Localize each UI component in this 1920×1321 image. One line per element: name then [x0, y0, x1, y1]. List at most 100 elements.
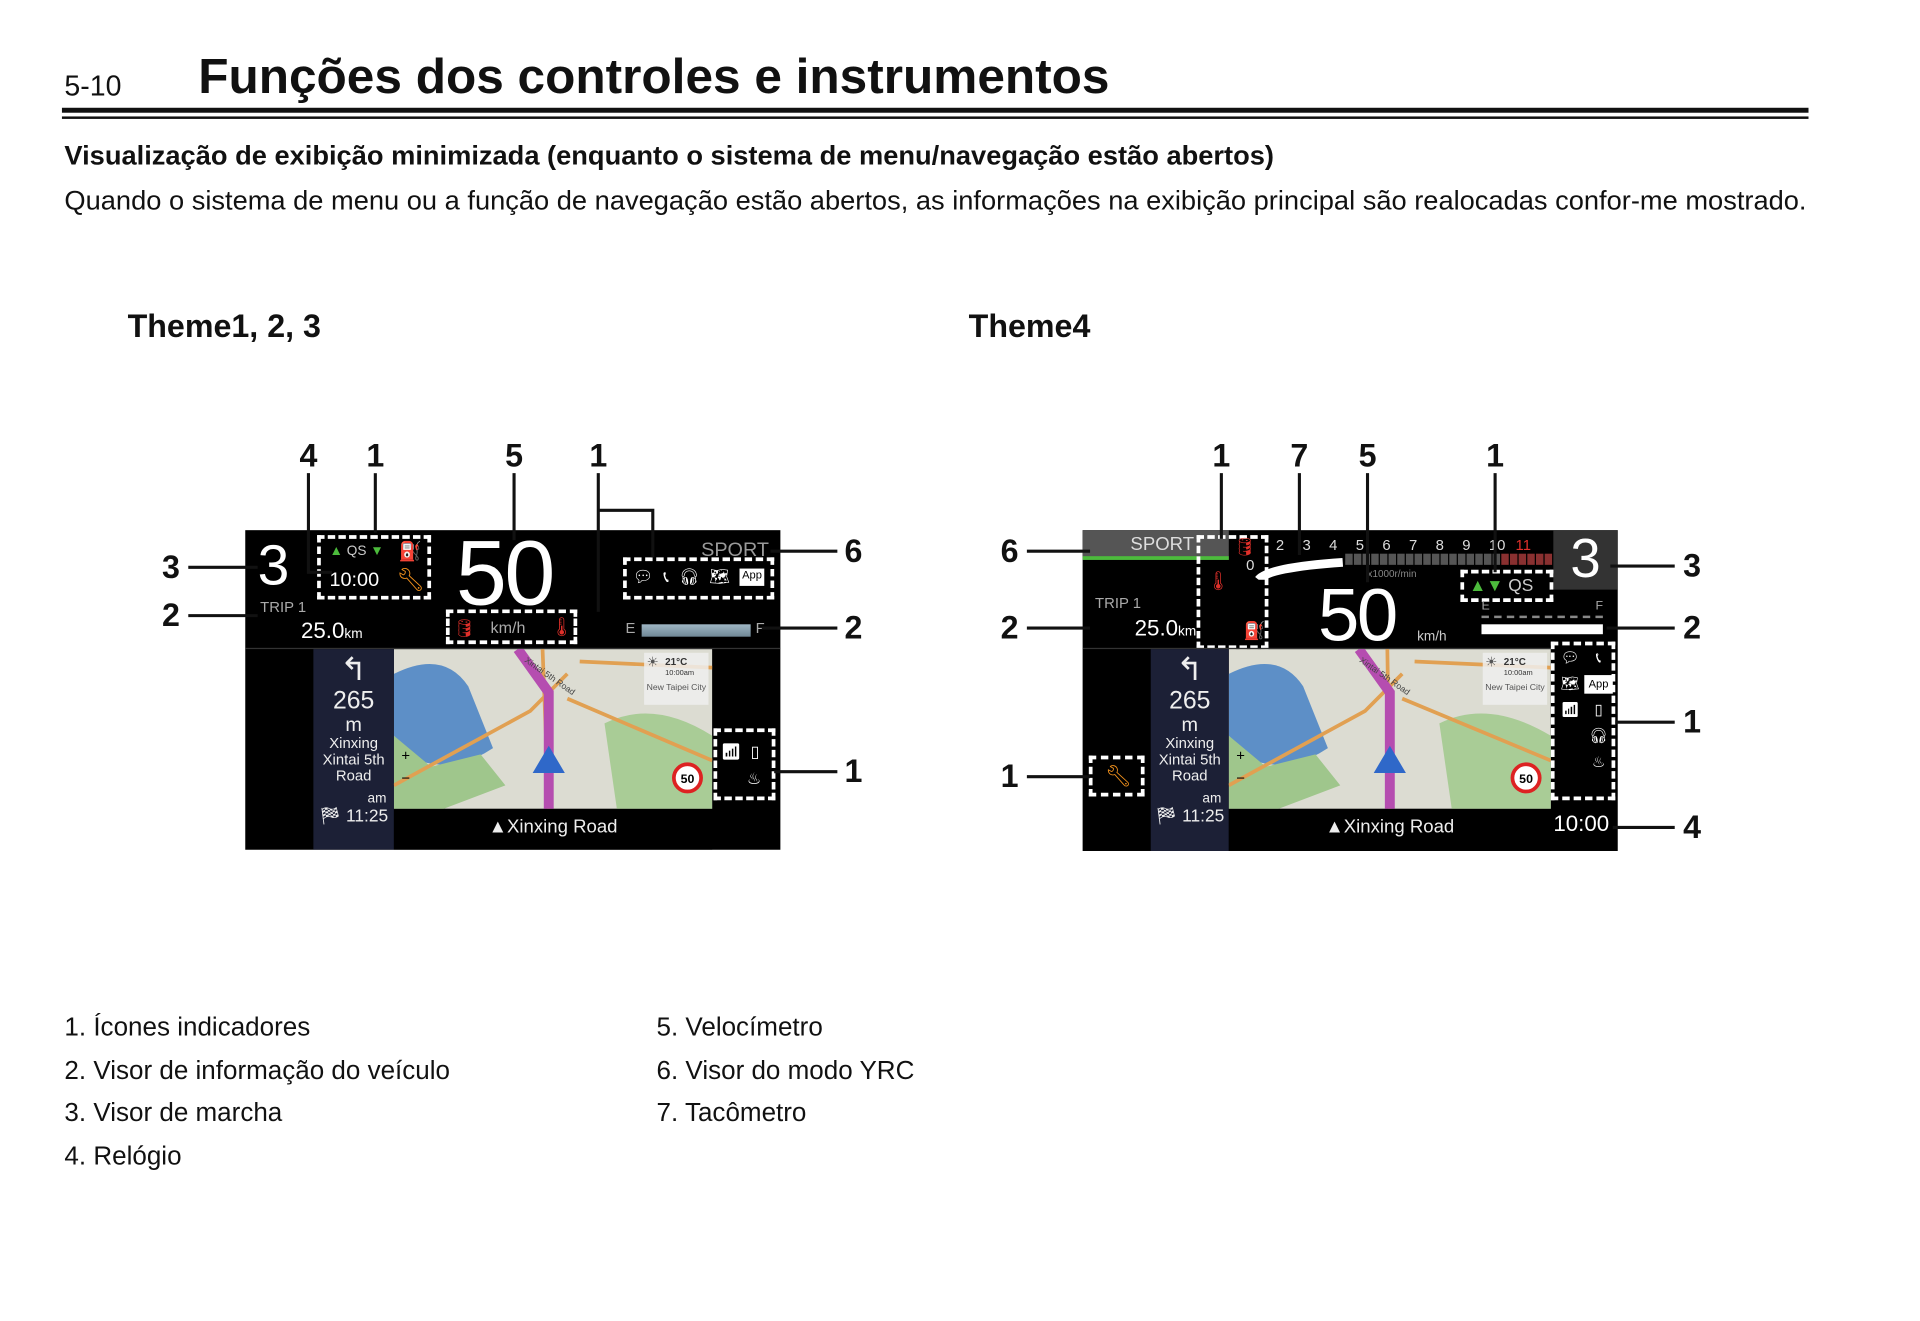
shift-down-icon: ▼ [370, 543, 384, 559]
zoom-out-button[interactable]: − [401, 771, 410, 787]
headset-icon: 🎧︎ [678, 567, 700, 586]
turn-guidance-panel: ↰ 265 m Xinxing Xintai 5th Road am 🏁︎ 11… [1150, 649, 1229, 851]
turn-distance: 265 [1169, 686, 1211, 715]
speed-unit: km/h [1417, 629, 1447, 645]
battery-icon: ▯ [750, 741, 760, 761]
weather-box [644, 652, 709, 705]
legend-item: 1. Ícones indicadores [64, 1013, 311, 1042]
indicator-box [1088, 755, 1145, 797]
shift-up-icon: ▲ [329, 543, 343, 559]
app-icon: App [739, 568, 765, 587]
tach-label: 7 [1409, 538, 1417, 554]
tach-label: 4 [1329, 538, 1337, 554]
speedometer: 50 [455, 530, 555, 625]
eta: 🏁︎ 11:25 [319, 805, 389, 826]
display-theme123: 3 ▲ QS ▼ ⛽ 🔧︎ 10:00 50 🛢︎ km/h 🌡︎ SPORT … [245, 530, 781, 850]
divider [1082, 647, 1551, 650]
map-icon: 🗺︎ [709, 567, 730, 586]
shift-up-icon: ▲▼ [1469, 574, 1504, 595]
navigation-map[interactable]: Xintai 5th Road 21°C 10:00am New Taipei … [1228, 649, 1551, 809]
tach-segment [1353, 553, 1362, 565]
zoom-out-button[interactable]: − [1236, 771, 1245, 787]
message-icon: 💬︎ [1560, 649, 1580, 667]
fuel-full-label: F [1595, 599, 1604, 614]
signal-strength-icon: 📶︎ [720, 741, 742, 761]
clock: 10:00 [329, 569, 380, 592]
zoom-in-button[interactable]: + [1236, 749, 1245, 765]
fuel-scale [1481, 615, 1603, 619]
gear-indicator: 3 [257, 532, 290, 598]
eta-ampm: am [1202, 791, 1222, 807]
tach-segment [1509, 553, 1518, 565]
phone-icon: 📞︎ [663, 567, 669, 586]
speed-limit-sign [1510, 762, 1542, 794]
callout-number: 2 [1683, 608, 1702, 646]
weather-box [1482, 652, 1548, 705]
phone-icon: 📞︎ [1595, 649, 1602, 667]
callout-number: 1 [1000, 757, 1019, 795]
trip-label: TRIP 1 [260, 598, 307, 616]
current-road: ▲Xinxing Road [1228, 808, 1551, 851]
finish-flag-icon: 🏁︎ [319, 805, 342, 826]
trip-value: 25.0km [1134, 615, 1197, 641]
weather-city: New Taipei City [647, 682, 707, 692]
tach-segment [1345, 553, 1353, 565]
trip-label: TRIP 1 [1095, 594, 1141, 612]
tach-label: 3 [1302, 538, 1310, 554]
fuel-gauge [1481, 624, 1603, 635]
tach-segment [1457, 553, 1466, 565]
legend-item: 2. Visor de informação do veículo [64, 1056, 451, 1086]
navigation-map[interactable]: Xintai 5th Road 21°C 10:00am New Taipei … [393, 649, 713, 809]
tach-segment [1449, 553, 1457, 565]
tach-label: 5 [1356, 538, 1364, 554]
tach-segment [1501, 553, 1509, 565]
theme-label: Theme4 [968, 307, 1091, 345]
zoom-in-button[interactable]: + [401, 749, 410, 765]
grip-heater-icon: ♨ [746, 769, 762, 788]
callout-number: 5 [1358, 436, 1377, 474]
indicator-box [1460, 569, 1554, 603]
divider [245, 647, 781, 650]
divider [61, 116, 1809, 119]
legend-item: 7. Tacômetro [656, 1098, 807, 1128]
section-heading: Visualização de exibição minimizada (enq… [64, 139, 1274, 171]
callout-number: 6 [844, 532, 863, 570]
tach-segment [1440, 553, 1449, 565]
fuel-warning-icon: ⛽ [398, 541, 423, 563]
callout-number: 4 [1683, 808, 1702, 846]
indicator-icons: 💬︎📞︎ 🗺︎App 📶︎▯ 🎧︎ ♨ [1556, 649, 1613, 772]
legend-item: 6. Visor do modo YRC [656, 1056, 915, 1086]
headset-icon: 🎧︎ [1589, 727, 1608, 745]
callout-number: 2 [1000, 608, 1019, 646]
tach-segment [1518, 553, 1527, 565]
speed-limit-value: 50 [681, 772, 695, 786]
indicator-box [1550, 641, 1616, 801]
fuel-full-label: F [755, 619, 765, 637]
wrench-icon: 🔧︎ [1104, 764, 1132, 788]
tach-label: 11 [1516, 538, 1531, 554]
yrc-mode: SPORT [701, 540, 770, 562]
legend-item: 4. Relógio [64, 1142, 182, 1171]
turn-distance: 265 [332, 686, 375, 715]
callout-number: 1 [1683, 702, 1702, 741]
tach-label: 2 [1276, 538, 1284, 554]
tach-segment [1371, 553, 1379, 565]
page-number: 5-10 [64, 69, 122, 102]
speed-unit: km/h [490, 618, 526, 637]
wrench-icon: 🔧︎ [396, 567, 425, 593]
page-title: Funções dos controles e instrumentos [198, 49, 1110, 105]
grip-heater-icon: ♨ [1591, 753, 1606, 771]
tach-label: 9 [1462, 538, 1470, 554]
callout-number: 2 [844, 608, 863, 646]
weather-city: New Taipei City [1485, 682, 1545, 692]
eta: 🏁︎ 11:25 [1155, 805, 1225, 826]
weather-temp: 21°C [665, 657, 687, 668]
callout-number: 1 [589, 436, 608, 474]
callout-number: 1 [1486, 436, 1505, 474]
map-icon: 🗺︎ [1560, 675, 1580, 693]
tach-segment [1379, 553, 1388, 565]
eta-ampm: am [367, 791, 387, 807]
indicator-box [317, 535, 432, 600]
callout-number: 1 [844, 752, 863, 790]
